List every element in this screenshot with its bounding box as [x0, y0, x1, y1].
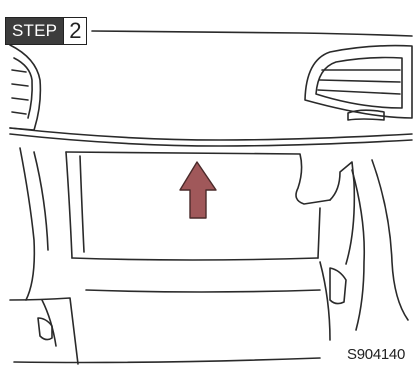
dashboard-lower-edge	[10, 128, 412, 140]
glove-box-lid	[66, 152, 354, 264]
right-lower-panel	[320, 160, 408, 340]
floor-line	[14, 358, 320, 363]
step-label: STEP	[6, 18, 63, 44]
step-number: 2	[63, 18, 86, 44]
arrow-up-icon	[180, 162, 216, 218]
left-air-vent-icon	[10, 45, 40, 130]
step-badge: STEP 2	[5, 17, 87, 45]
right-air-vent-icon	[305, 46, 412, 120]
figure-code: S904140	[345, 346, 407, 363]
dashboard-top-edge	[92, 31, 412, 36]
